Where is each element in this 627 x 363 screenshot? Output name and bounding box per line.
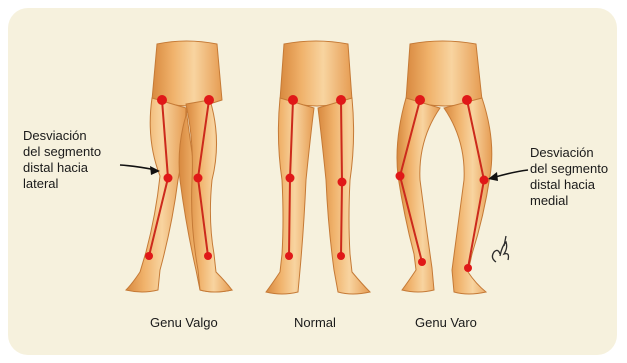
valgo-knee-right <box>194 174 203 183</box>
caption-normal: Normal <box>294 315 336 330</box>
normal-ankle-right <box>337 252 345 260</box>
valgo-leg-left <box>126 98 186 292</box>
normal-knee-left <box>286 174 295 183</box>
arrow-left <box>120 165 160 175</box>
figure-genu-valgo <box>126 41 232 292</box>
valgo-ankle-right <box>204 252 212 260</box>
valgo-hip-left <box>157 95 167 105</box>
normal-hip-right <box>336 95 346 105</box>
annotation-medial: Desviación del segmento distal hacia med… <box>530 145 608 209</box>
varo-hip-left <box>415 95 425 105</box>
figure-genu-varo <box>396 41 509 294</box>
annotation-lateral-line: lateral <box>23 176 101 192</box>
annotation-lateral-line: del segmento <box>23 144 101 160</box>
normal-ankle-left <box>285 252 293 260</box>
varo-ankle-left <box>418 258 426 266</box>
varo-ankle-right <box>464 264 472 272</box>
caption-genu-valgo: Genu Valgo <box>150 315 218 330</box>
caption-genu-varo: Genu Varo <box>415 315 477 330</box>
valgo-hip-right <box>204 95 214 105</box>
normal-hip-left <box>288 95 298 105</box>
valgo-leg-right-outer <box>186 100 232 292</box>
annotation-medial-line: del segmento <box>530 161 608 177</box>
normal-knee-right <box>338 178 347 187</box>
artist-signature <box>492 236 508 262</box>
figure-normal <box>266 41 370 294</box>
annotation-lateral: Desviación del segmento distal hacia lat… <box>23 128 101 192</box>
varo-hip-right <box>462 95 472 105</box>
annotation-medial-line: medial <box>530 193 608 209</box>
annotation-lateral-line: distal hacia <box>23 160 101 176</box>
valgo-ankle-left <box>145 252 153 260</box>
arrow-right <box>488 170 528 181</box>
valgo-knee-left <box>164 174 173 183</box>
annotation-medial-line: distal hacia <box>530 177 608 193</box>
annotation-lateral-line: Desviación <box>23 128 101 144</box>
varo-knee-right <box>480 176 489 185</box>
annotation-medial-line: Desviación <box>530 145 608 161</box>
normal-leg-right <box>318 98 370 294</box>
varo-knee-left <box>396 172 405 181</box>
